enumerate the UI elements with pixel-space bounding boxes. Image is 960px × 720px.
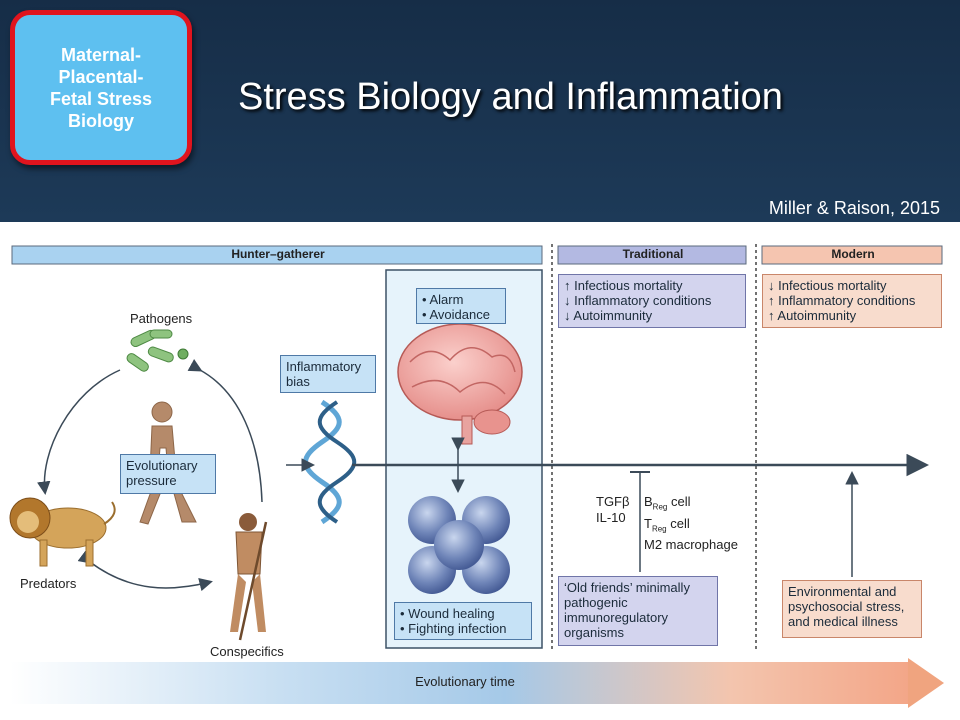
cycle-arrow-left (37, 369, 121, 495)
citation: Miller & Raison, 2015 (768, 198, 940, 218)
figure: Hunter–gatherer Traditional Modern Patho… (0, 222, 960, 720)
old-friends-box: ‘Old friends’ minimally pathogenic immun… (558, 576, 718, 646)
breg-cell-line: BReg cell (644, 494, 738, 516)
treg-tail: cell (666, 515, 690, 531)
bar-hunter (11, 245, 543, 265)
era-hunter-label: Hunter–gatherer (231, 247, 325, 261)
wound-healing-box: • Wound healing • Fighting infection (394, 602, 532, 640)
modern-effects-box: ↓ Infectious mortality ↑ Inflammatory co… (762, 274, 942, 328)
topic-badge: Maternal- Placental- Fetal Stress Biolog… (10, 10, 192, 165)
treg-cell-line: TReg cell (644, 516, 738, 538)
regulatory-cells-label: BReg cell TReg cell M2 macrophage (644, 494, 738, 553)
cytokines-label: TGFβ IL-10 (596, 494, 630, 525)
bar-modern (761, 245, 943, 265)
bar-traditional (557, 245, 747, 265)
evolutionary-time-arrowhead (908, 658, 944, 708)
m2-macrophage-label: M2 macrophage (644, 537, 738, 553)
lion-icon (9, 497, 116, 567)
pathogens-icon (126, 329, 189, 372)
pathogens-label: Pathogens (130, 311, 193, 326)
breg-main: B (644, 494, 653, 509)
slide-header: Maternal- Placental- Fetal Stress Biolog… (0, 0, 960, 222)
evolutionary-time-arrow-body (10, 662, 910, 704)
immune-cells-icon (408, 496, 510, 594)
topic-badge-text: Maternal- Placental- Fetal Stress Biolog… (49, 44, 153, 131)
figure-graphics (9, 244, 943, 652)
conspecifics-label: Conspecifics (210, 644, 284, 659)
caveman-icon (230, 513, 268, 641)
treg-sub: Reg (651, 524, 667, 534)
evolutionary-pressure-box: Evolutionary pressure (120, 454, 216, 494)
treg-main: T (644, 515, 652, 531)
breg-tail: cell (667, 494, 691, 509)
era-traditional-label: Traditional (622, 247, 684, 261)
predators-label: Predators (20, 576, 77, 591)
era-modern-label: Modern (831, 247, 875, 261)
slide-title: Stress Biology and Inflammation (238, 76, 783, 118)
dna-helix-icon (303, 399, 357, 525)
evolutionary-time-label: Evolutionary time (415, 674, 515, 689)
breg-sub: Reg (652, 502, 668, 512)
brain-icon (397, 323, 523, 445)
traditional-effects-box: ↑ Infectious mortality ↓ Inflammatory co… (558, 274, 746, 328)
cycle-arrow-bottom (77, 550, 213, 592)
inflammatory-bias-box: Inflammatory bias (280, 355, 376, 393)
cycle-arrow-right (187, 359, 263, 503)
environmental-stress-box: Environmental and psychosocial stress, a… (782, 580, 922, 638)
alarm-avoidance-box: • Alarm • Avoidance (416, 288, 506, 324)
